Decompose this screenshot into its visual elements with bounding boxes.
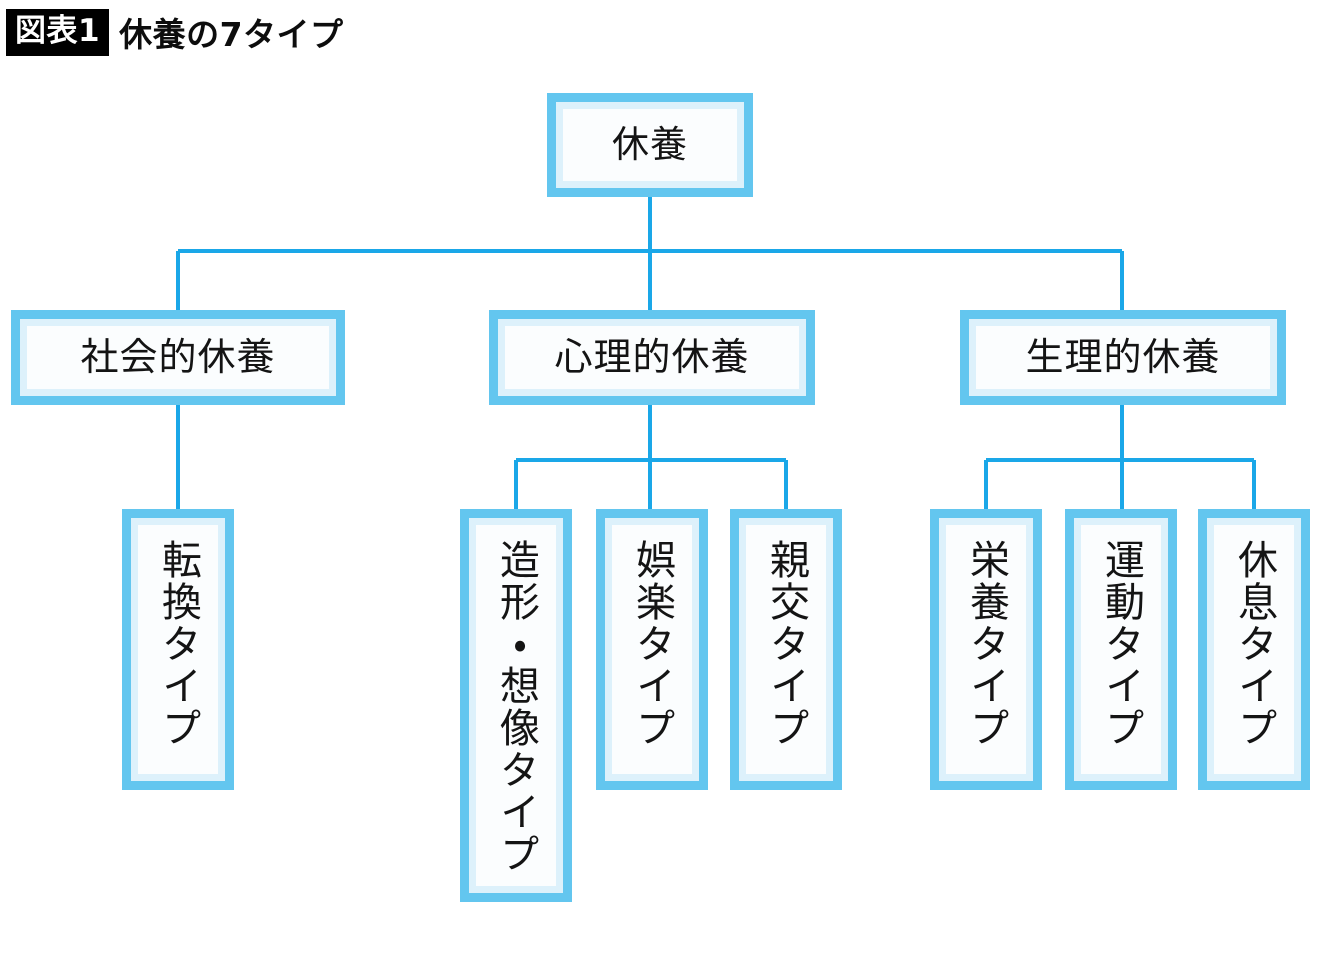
node-kyusoku[interactable]: 休息タイプ (1198, 509, 1310, 790)
figure-title-text: 休養の7タイプ (119, 15, 344, 54)
node-social-inner: 社会的休養 (20, 319, 336, 396)
node-tenkan-inner: 転換タイプ (131, 518, 225, 781)
node-eiyou-inner: 栄養タイプ (939, 518, 1033, 781)
node-undou-label: 運動タイプ (1098, 539, 1144, 749)
node-root-label: 休養 (612, 123, 688, 167)
node-root-inner: 休養 (556, 102, 744, 188)
node-psychological-inner: 心理的休養 (498, 319, 806, 396)
node-undou[interactable]: 運動タイプ (1065, 509, 1177, 790)
node-social-label: 社会的休養 (80, 334, 276, 379)
node-kyusoku-label: 休息タイプ (1231, 539, 1277, 749)
node-physiological-inner: 生理的休養 (969, 319, 1277, 396)
node-undou-inner: 運動タイプ (1074, 518, 1168, 781)
node-physiological-label: 生理的休養 (1025, 334, 1221, 379)
node-shinkou-label: 親交タイプ (763, 539, 809, 749)
figure-number-badge: 図表1 (6, 8, 110, 56)
node-kyusoku-inner: 休息タイプ (1207, 518, 1301, 781)
node-physiological[interactable]: 生理的休養 (960, 310, 1286, 405)
node-tenkan-label: 転換タイプ (155, 539, 201, 749)
node-root[interactable]: 休養 (547, 93, 753, 197)
node-tenkan[interactable]: 転換タイプ (122, 509, 234, 790)
node-goraku-inner: 娯楽タイプ (605, 518, 699, 781)
node-eiyou[interactable]: 栄養タイプ (930, 509, 1042, 790)
node-eiyou-label: 栄養タイプ (963, 539, 1009, 749)
node-zokei-label: 造形・想像タイプ (493, 539, 539, 875)
node-zokei[interactable]: 造形・想像タイプ (460, 509, 572, 902)
node-goraku-label: 娯楽タイプ (629, 539, 675, 749)
page-title: 図表1 休養の7タイプ (6, 8, 344, 56)
node-shinkou[interactable]: 親交タイプ (730, 509, 842, 790)
node-zokei-inner: 造形・想像タイプ (469, 518, 563, 893)
node-psychological-label: 心理的休養 (554, 334, 750, 379)
node-social[interactable]: 社会的休養 (11, 310, 345, 405)
node-goraku[interactable]: 娯楽タイプ (596, 509, 708, 790)
node-shinkou-inner: 親交タイプ (739, 518, 833, 781)
node-psychological[interactable]: 心理的休養 (489, 310, 815, 405)
